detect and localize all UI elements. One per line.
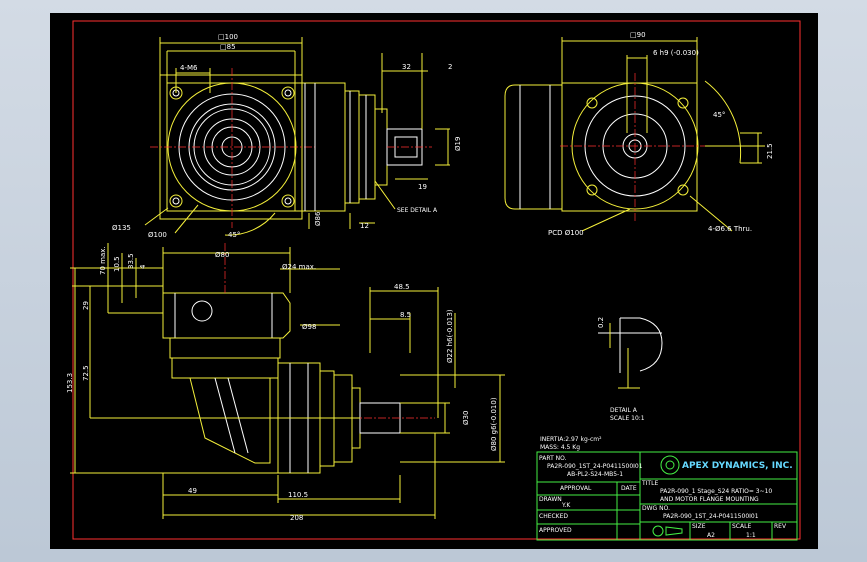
lower-dim-10-5: 10.5 bbox=[113, 256, 121, 272]
note-mass: MASS: 4.5 Kg bbox=[540, 444, 580, 451]
tb-checked-label: CHECKED bbox=[539, 513, 568, 520]
detail-label: DETAIL A bbox=[610, 407, 638, 414]
front-dim-dia100: Ø100 bbox=[148, 231, 167, 239]
lower-dim-72-5: 72.5 bbox=[82, 365, 90, 381]
drawing-sheet: □100 □85 4-M6 Ø135 Ø100 45° 32 2 Ø19 19 bbox=[66, 20, 801, 541]
lower-dim-48-5: 48.5 bbox=[394, 283, 410, 291]
side-view: 32 2 Ø19 19 Ø86 12 SEE DETAIL A bbox=[294, 53, 462, 230]
detail-scale: SCALE 10:1 bbox=[610, 415, 645, 422]
lower-view: Ø80 Ø24 max. 70 max. 10.5 33.5 4 29 72.5… bbox=[66, 243, 505, 522]
front-view: □100 □85 4-M6 Ø135 Ø100 45° bbox=[112, 33, 315, 239]
front-dim-box100: □100 bbox=[218, 33, 238, 41]
lower-dim-29: 29 bbox=[82, 301, 90, 310]
lower-dim-8-5: 8.5 bbox=[400, 311, 411, 319]
projection-symbol-icon bbox=[652, 525, 664, 537]
tb-title-1: PA2R-090_1 Stage_S24 RATIO= 3~10 bbox=[660, 488, 772, 495]
tb-part-no-2: AB-PL2-S24-MB5-1 bbox=[567, 471, 623, 478]
drawing-canvas: □100 □85 4-M6 Ø135 Ø100 45° 32 2 Ø19 19 bbox=[50, 13, 818, 549]
side-dim-32: 32 bbox=[402, 63, 411, 71]
right-dim-keyway: 6 h9 (-0.030) bbox=[653, 49, 699, 57]
detail-dim: 0.2 bbox=[597, 317, 605, 328]
sheet-border bbox=[72, 20, 801, 540]
title-block: PART NO. PA2R-090_1ST_24-P0411500I01 AB-… bbox=[536, 451, 798, 541]
tb-company: APEX DYNAMICS, INC. bbox=[682, 461, 793, 471]
tb-dwg-no: PA2R-090_1ST_24-P0411500I01 bbox=[663, 513, 759, 520]
tb-rev-label: REV bbox=[774, 523, 787, 530]
detail-a: 0.2 DETAIL A SCALE 10:1 bbox=[597, 317, 663, 422]
tb-date-label: DATE bbox=[621, 485, 637, 492]
lower-dim-70max: 70 max. bbox=[99, 246, 107, 275]
right-dim-holes: 4-Ø6.6 Thru. bbox=[708, 225, 752, 233]
side-dim-12: 12 bbox=[360, 222, 369, 230]
front-dim-4m6: 4-M6 bbox=[180, 64, 198, 72]
company-logo-icon bbox=[660, 455, 680, 475]
side-dim-19: 19 bbox=[418, 183, 427, 191]
right-dim-angle: 45° bbox=[713, 111, 725, 119]
tb-approval-label: APPROVAL bbox=[560, 485, 592, 492]
note-inertia: INERTIA:2.97 kg-cm² bbox=[540, 436, 602, 443]
tb-size: A2 bbox=[707, 532, 715, 539]
tb-part-no-1: PA2R-090_1ST_24-P0411500I01 bbox=[547, 463, 643, 470]
tb-title-2: AND MOTOR FLANGE MOUNTING bbox=[660, 496, 759, 503]
lower-dim-110-5: 110.5 bbox=[288, 491, 308, 499]
front-dim-angle: 45° bbox=[228, 231, 240, 239]
front-dim-box85: □85 bbox=[220, 43, 236, 51]
tb-scale-label: SCALE bbox=[732, 523, 751, 530]
tb-drawn-value: Y.K bbox=[561, 502, 571, 509]
tb-drawn-label: DRAWN bbox=[539, 496, 562, 503]
right-dim-box90: □90 bbox=[630, 31, 646, 39]
tb-part-no-label: PART NO. bbox=[539, 455, 567, 462]
lower-dim-dia98: Ø98 bbox=[302, 323, 316, 331]
lower-dim-208: 208 bbox=[290, 514, 303, 522]
lower-dim-49: 49 bbox=[188, 487, 197, 495]
lower-dim-153-3: 153.3 bbox=[66, 373, 74, 393]
tb-title-label: TITLE bbox=[641, 480, 658, 487]
front-dim-dia135: Ø135 bbox=[112, 224, 131, 232]
right-dim-pcd: PCD Ø100 bbox=[548, 229, 584, 237]
lower-dim-33-5: 33.5 bbox=[127, 253, 135, 269]
side-dim-dia19: Ø19 bbox=[454, 137, 462, 151]
lower-dim-dia24: Ø24 max. bbox=[282, 263, 316, 271]
side-dim-dia86: Ø86 bbox=[314, 211, 322, 226]
side-dim-2: 2 bbox=[448, 63, 452, 71]
side-see-detail: SEE DETAIL A bbox=[397, 207, 438, 214]
lower-dim-dia80-top: Ø80 bbox=[215, 251, 229, 259]
lower-dim-4: 4 bbox=[139, 264, 147, 269]
tb-scale: 1:1 bbox=[746, 532, 756, 539]
tb-size-label: SIZE bbox=[692, 523, 706, 530]
tb-dwg-label: DWG NO. bbox=[642, 505, 670, 512]
lower-dim-dia22: Ø22 h6(-0.013) bbox=[446, 309, 454, 363]
lower-dim-dia30: Ø30 bbox=[462, 411, 470, 425]
right-view: □90 6 h9 (-0.030) 45° 21.5 PCD Ø100 4-Ø6… bbox=[504, 31, 774, 237]
tb-approved-label: APPROVED bbox=[539, 527, 572, 534]
lower-dim-dia80-g6: Ø80 g6(-0.010) bbox=[490, 397, 498, 451]
right-dim-21-5: 21.5 bbox=[766, 143, 774, 159]
